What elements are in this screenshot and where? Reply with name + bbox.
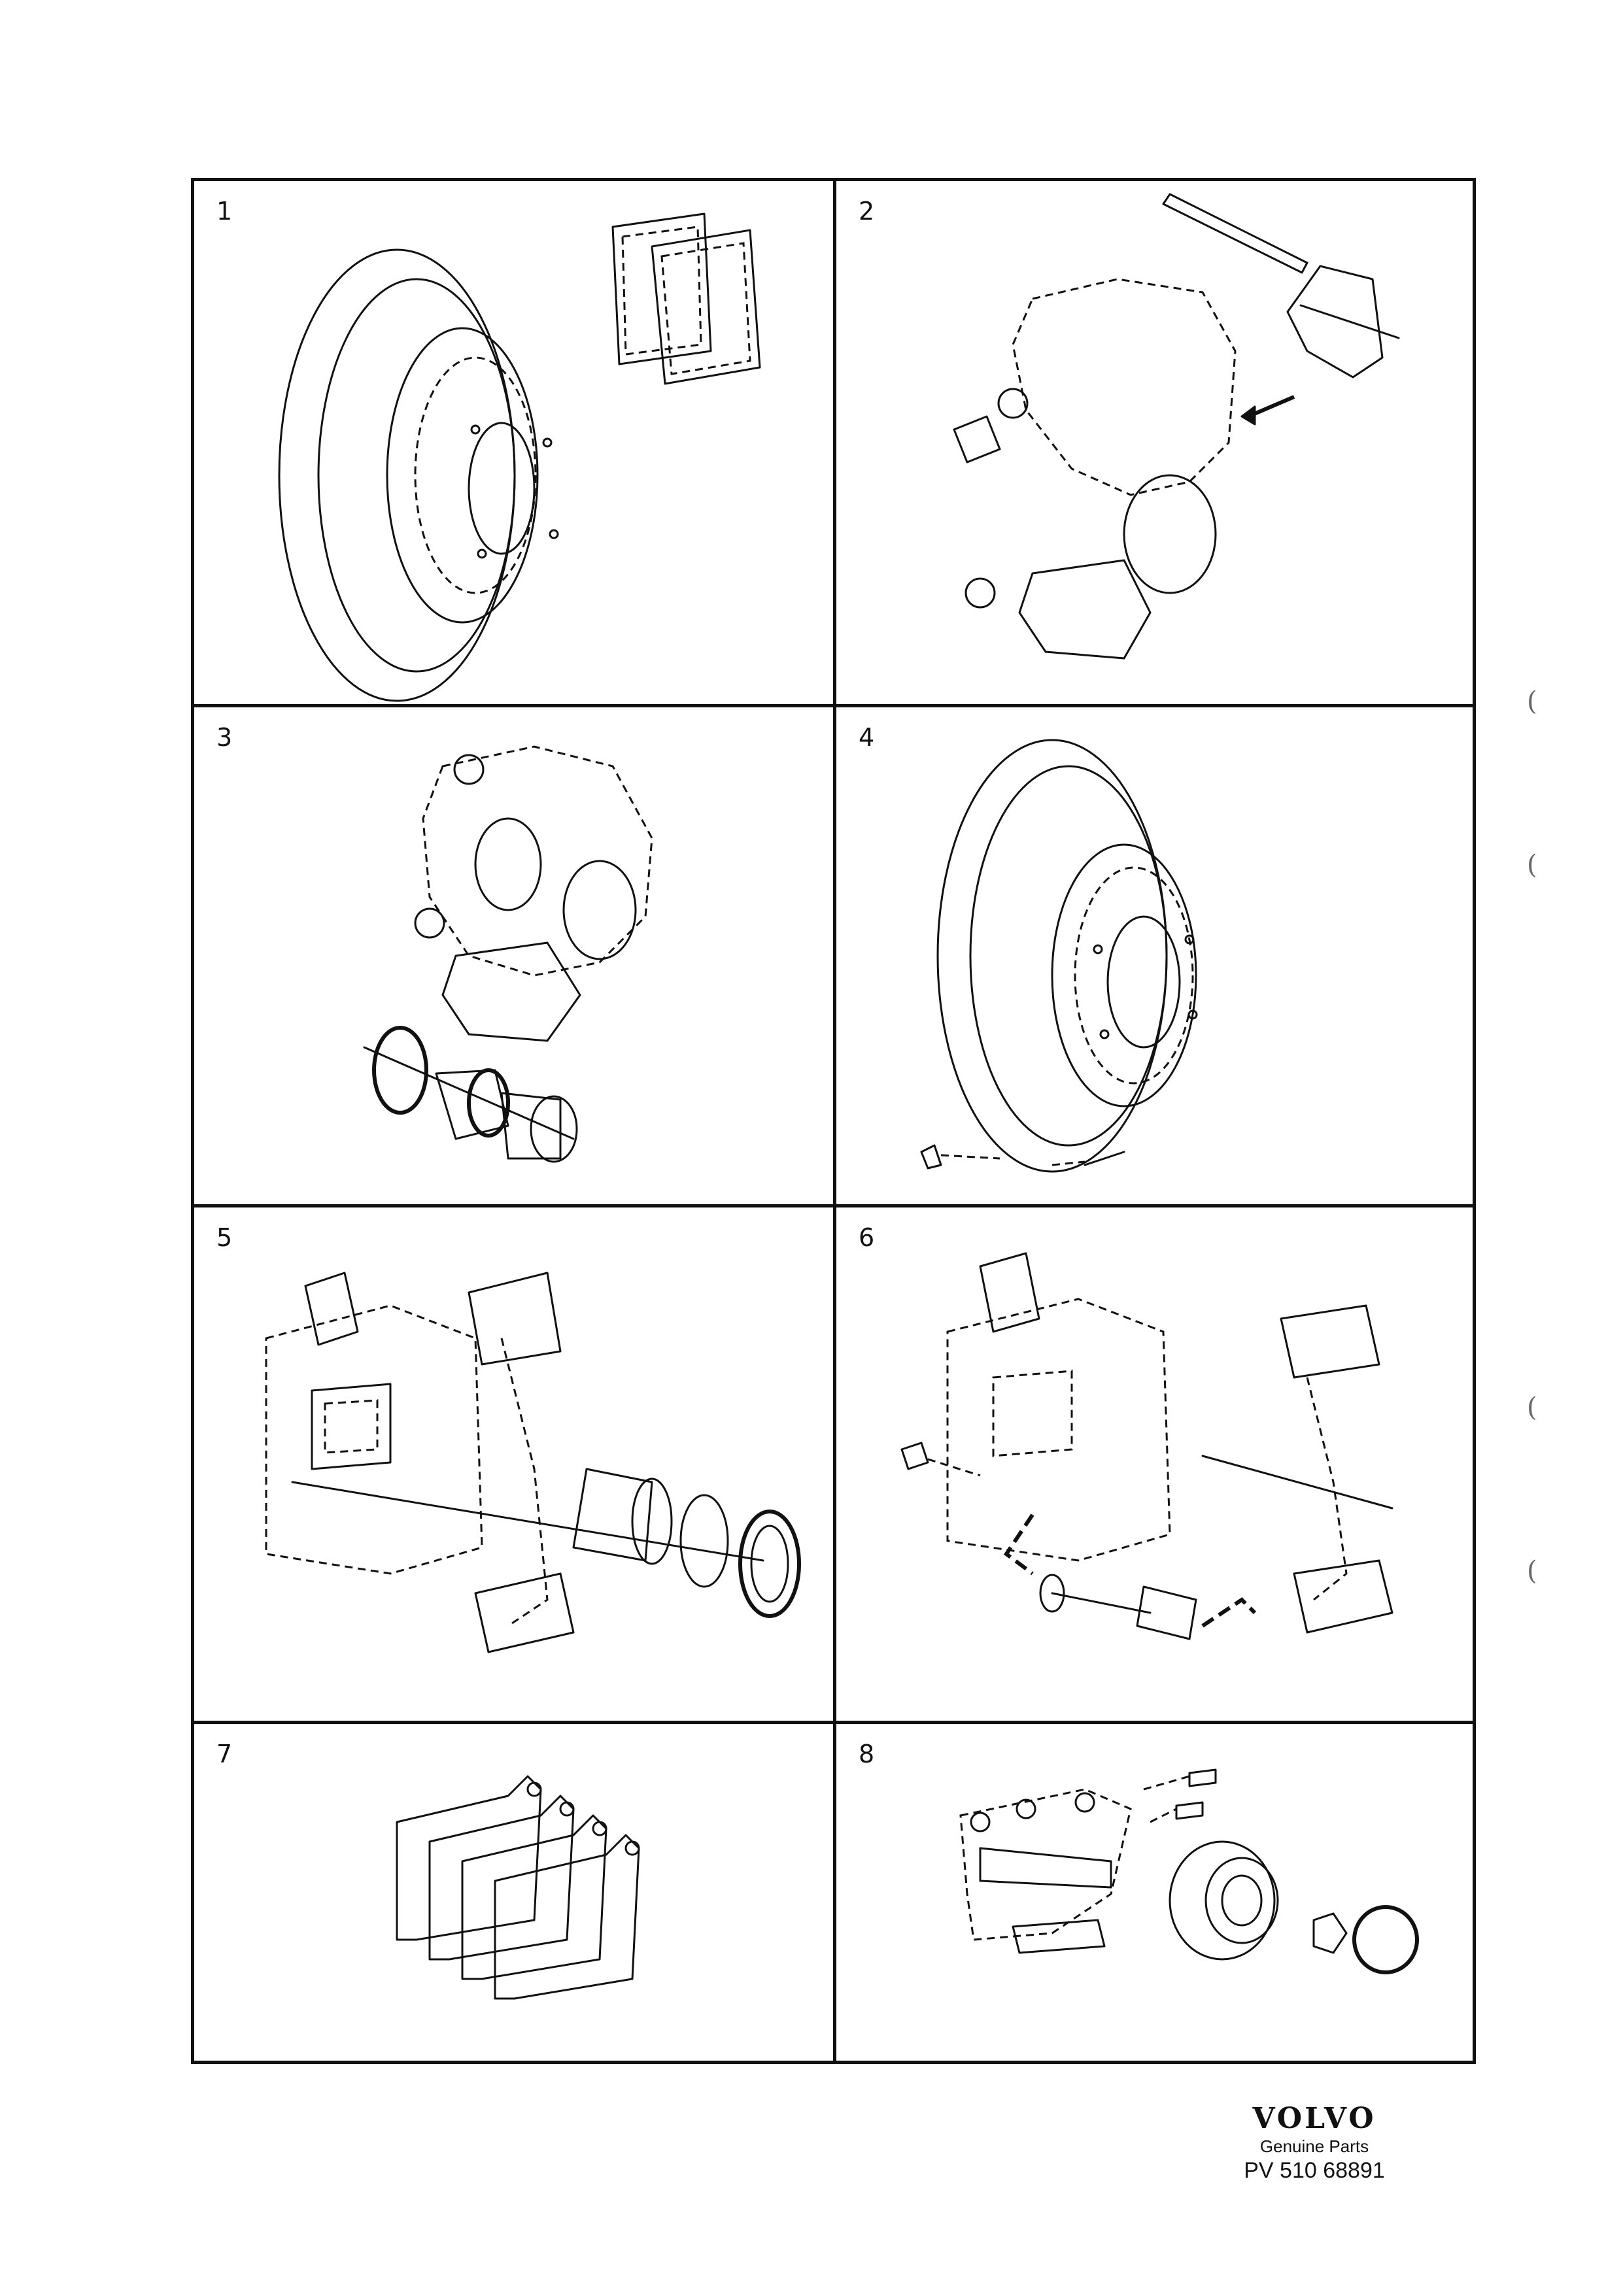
margin-mark: ( <box>1527 850 1537 880</box>
grid-divider-row1 <box>194 704 1473 707</box>
diagram-cell-4[interactable]: 4 <box>836 707 1473 1204</box>
cell-number: 8 <box>859 1740 875 1768</box>
brand-tagline: Genuine Parts <box>1259 2136 1369 2156</box>
parts-diagram-grid: 1 2 <box>191 178 1476 2064</box>
diagram-cell-7[interactable]: 7 <box>194 1724 833 2061</box>
diagram-cell-2[interactable]: 2 <box>836 181 1473 704</box>
margin-mark: ( <box>1527 686 1537 717</box>
margin-mark: ( <box>1527 1393 1537 1423</box>
caliper-piston-illustration <box>363 745 653 1163</box>
caliper-seal-kit-illustration <box>265 1272 801 1653</box>
grid-divider-row2 <box>194 1204 1473 1207</box>
caliper-pin-clip-illustration <box>953 193 1400 660</box>
brake-disc-pads-illustration <box>278 212 761 702</box>
grid-divider-vertical <box>833 181 836 2061</box>
brand-logo: VOLVO <box>1252 2102 1376 2135</box>
diagram-cell-6[interactable]: 6 <box>836 1207 1473 1721</box>
part-number: PV 510 68891 <box>1244 2158 1385 2183</box>
cell-number: 2 <box>859 197 875 226</box>
diagram-cell-5[interactable]: 5 <box>194 1207 833 1721</box>
grid-divider-row3 <box>194 1721 1473 1724</box>
brake-pad-set-illustration <box>396 1775 640 2000</box>
cell-number: 4 <box>859 723 875 752</box>
brake-disc-bolts-illustration <box>920 739 1198 1173</box>
diagram-cell-1[interactable]: 1 <box>194 181 833 704</box>
cell-number: 1 <box>216 197 233 226</box>
cell-number: 5 <box>216 1223 233 1252</box>
cell-number: 7 <box>216 1740 233 1768</box>
wheel-hub-illustration <box>959 1768 1419 1974</box>
cell-number: 6 <box>859 1223 875 1252</box>
caliper-guide-pins-illustration <box>900 1252 1393 1640</box>
cell-number: 3 <box>216 723 233 752</box>
diagram-cell-8[interactable]: 8 <box>836 1724 1473 2061</box>
margin-mark: ( <box>1527 1556 1537 1586</box>
footer: VOLVO Genuine Parts PV 510 68891 <box>1216 2102 1412 2184</box>
diagram-cell-3[interactable]: 3 <box>194 707 833 1204</box>
